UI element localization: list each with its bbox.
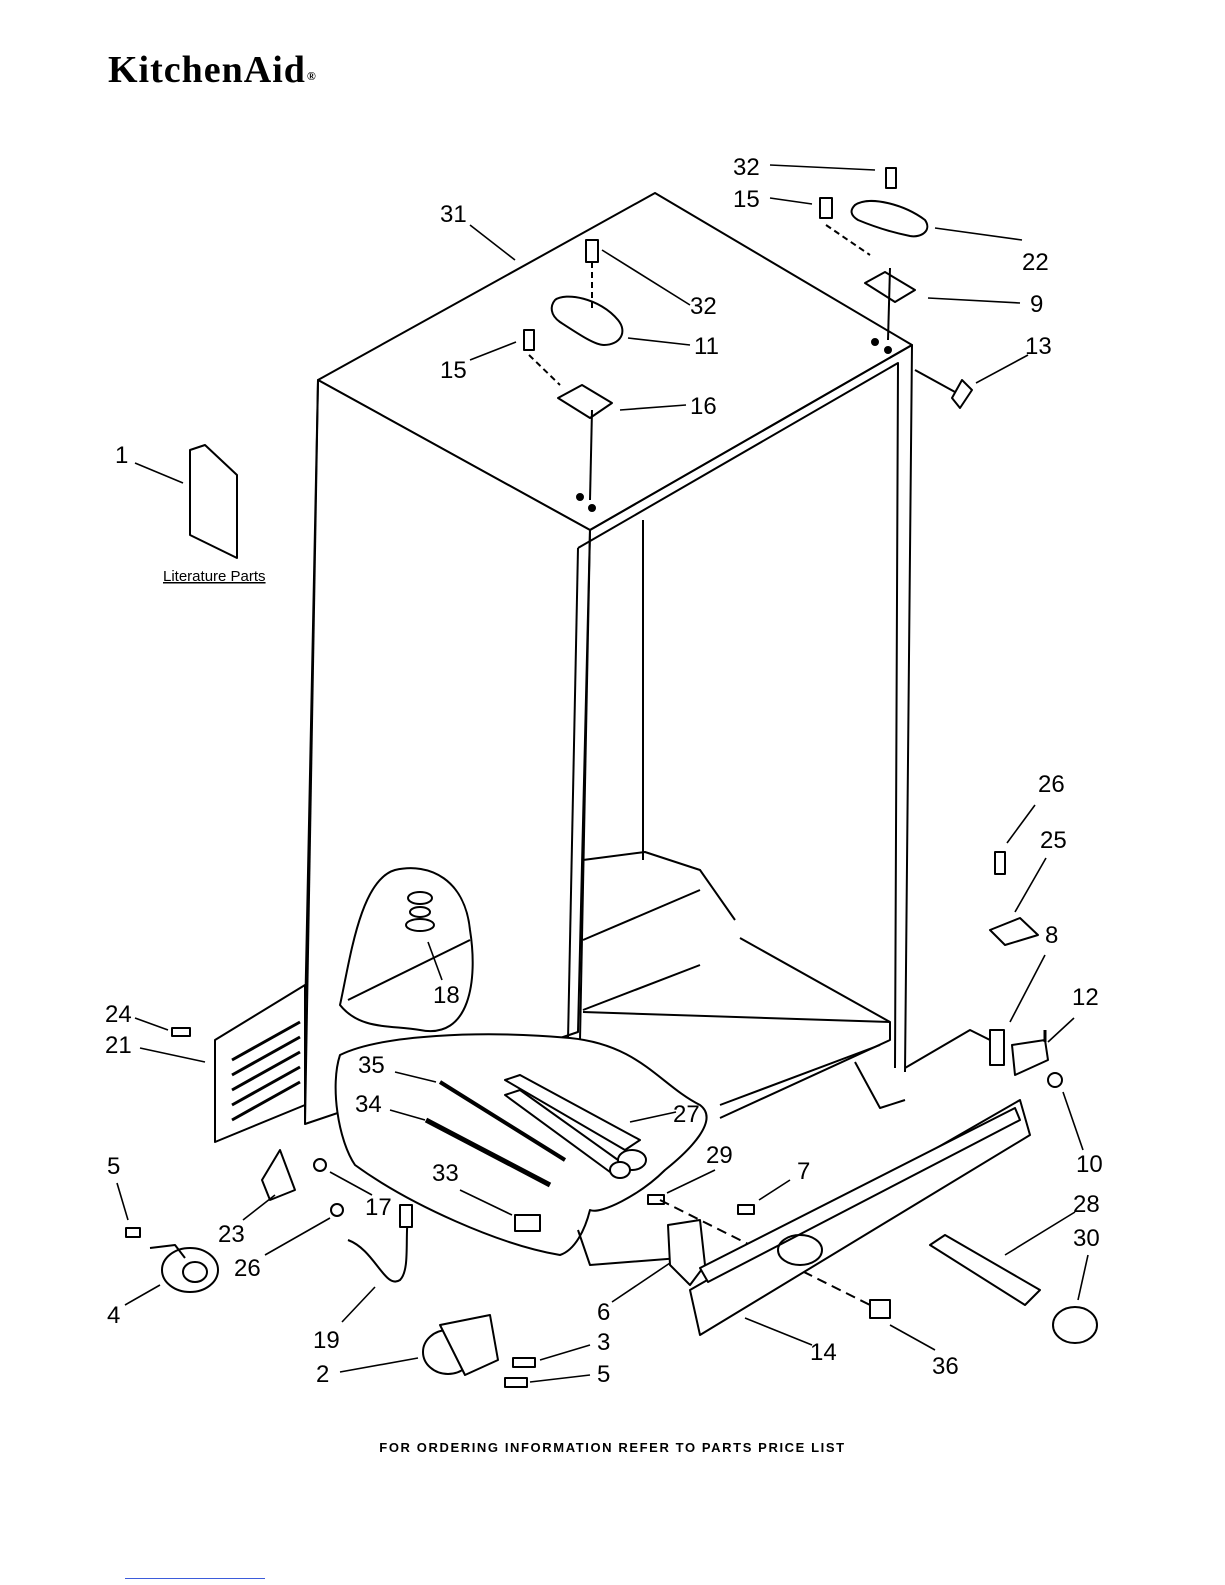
callout-8: 8	[1045, 922, 1058, 949]
callout-34: 34	[355, 1091, 382, 1118]
callout-16: 16	[690, 393, 717, 420]
callout-7: 7	[797, 1158, 810, 1185]
literature-parts-label: Literature Parts	[163, 568, 266, 585]
callout-19: 19	[313, 1327, 340, 1354]
callout-5: 5	[597, 1361, 610, 1388]
callout-15: 15	[440, 357, 467, 384]
callout-6: 6	[597, 1299, 610, 1326]
callout-31: 31	[440, 201, 467, 228]
part-13	[952, 380, 972, 408]
callout-27: 27	[673, 1101, 700, 1128]
callout-12: 12	[1072, 984, 1099, 1011]
callout-30: 30	[1073, 1225, 1100, 1252]
part-28-filter	[930, 1235, 1097, 1343]
callout-25: 25	[1040, 827, 1067, 854]
callout-9: 9	[1030, 291, 1043, 318]
callout-2: 2	[316, 1361, 329, 1388]
callout-3: 3	[597, 1329, 610, 1356]
callout-26-left: 26	[234, 1255, 261, 1282]
callout-10: 10	[1076, 1151, 1103, 1178]
callout-21: 21	[105, 1032, 132, 1059]
callout-35: 35	[358, 1052, 385, 1079]
literature-book	[190, 445, 237, 558]
callout-13: 13	[1025, 333, 1052, 360]
part-2-roller	[423, 1315, 498, 1375]
callout-22: 22	[1022, 249, 1049, 276]
callout-1: 1	[115, 442, 128, 469]
callout-28: 28	[1073, 1191, 1100, 1218]
callout-32-top: 32	[733, 154, 760, 181]
part-22	[852, 201, 928, 236]
callout-26-right: 26	[1038, 771, 1065, 798]
callout-32: 32	[690, 293, 717, 320]
callout-36: 36	[932, 1353, 959, 1380]
grille-14	[690, 1100, 1030, 1335]
callout-5-left: 5	[107, 1153, 120, 1180]
grille-21	[215, 985, 305, 1142]
callout-17: 17	[365, 1194, 392, 1221]
callout-4: 4	[107, 1302, 120, 1329]
bottom-link-line[interactable]	[125, 1578, 265, 1579]
callout-33: 33	[432, 1160, 459, 1187]
callout-24: 24	[105, 1001, 132, 1028]
part-4-roller	[150, 1245, 218, 1292]
callout-11: 11	[694, 333, 719, 360]
callout-18: 18	[433, 982, 460, 1009]
callout-14: 14	[810, 1339, 837, 1366]
callout-23: 23	[218, 1221, 245, 1248]
callout-29: 29	[706, 1142, 733, 1169]
ordering-info-footer: FOR ORDERING INFORMATION REFER TO PARTS …	[0, 1440, 1225, 1455]
callout-15-top: 15	[733, 186, 760, 213]
